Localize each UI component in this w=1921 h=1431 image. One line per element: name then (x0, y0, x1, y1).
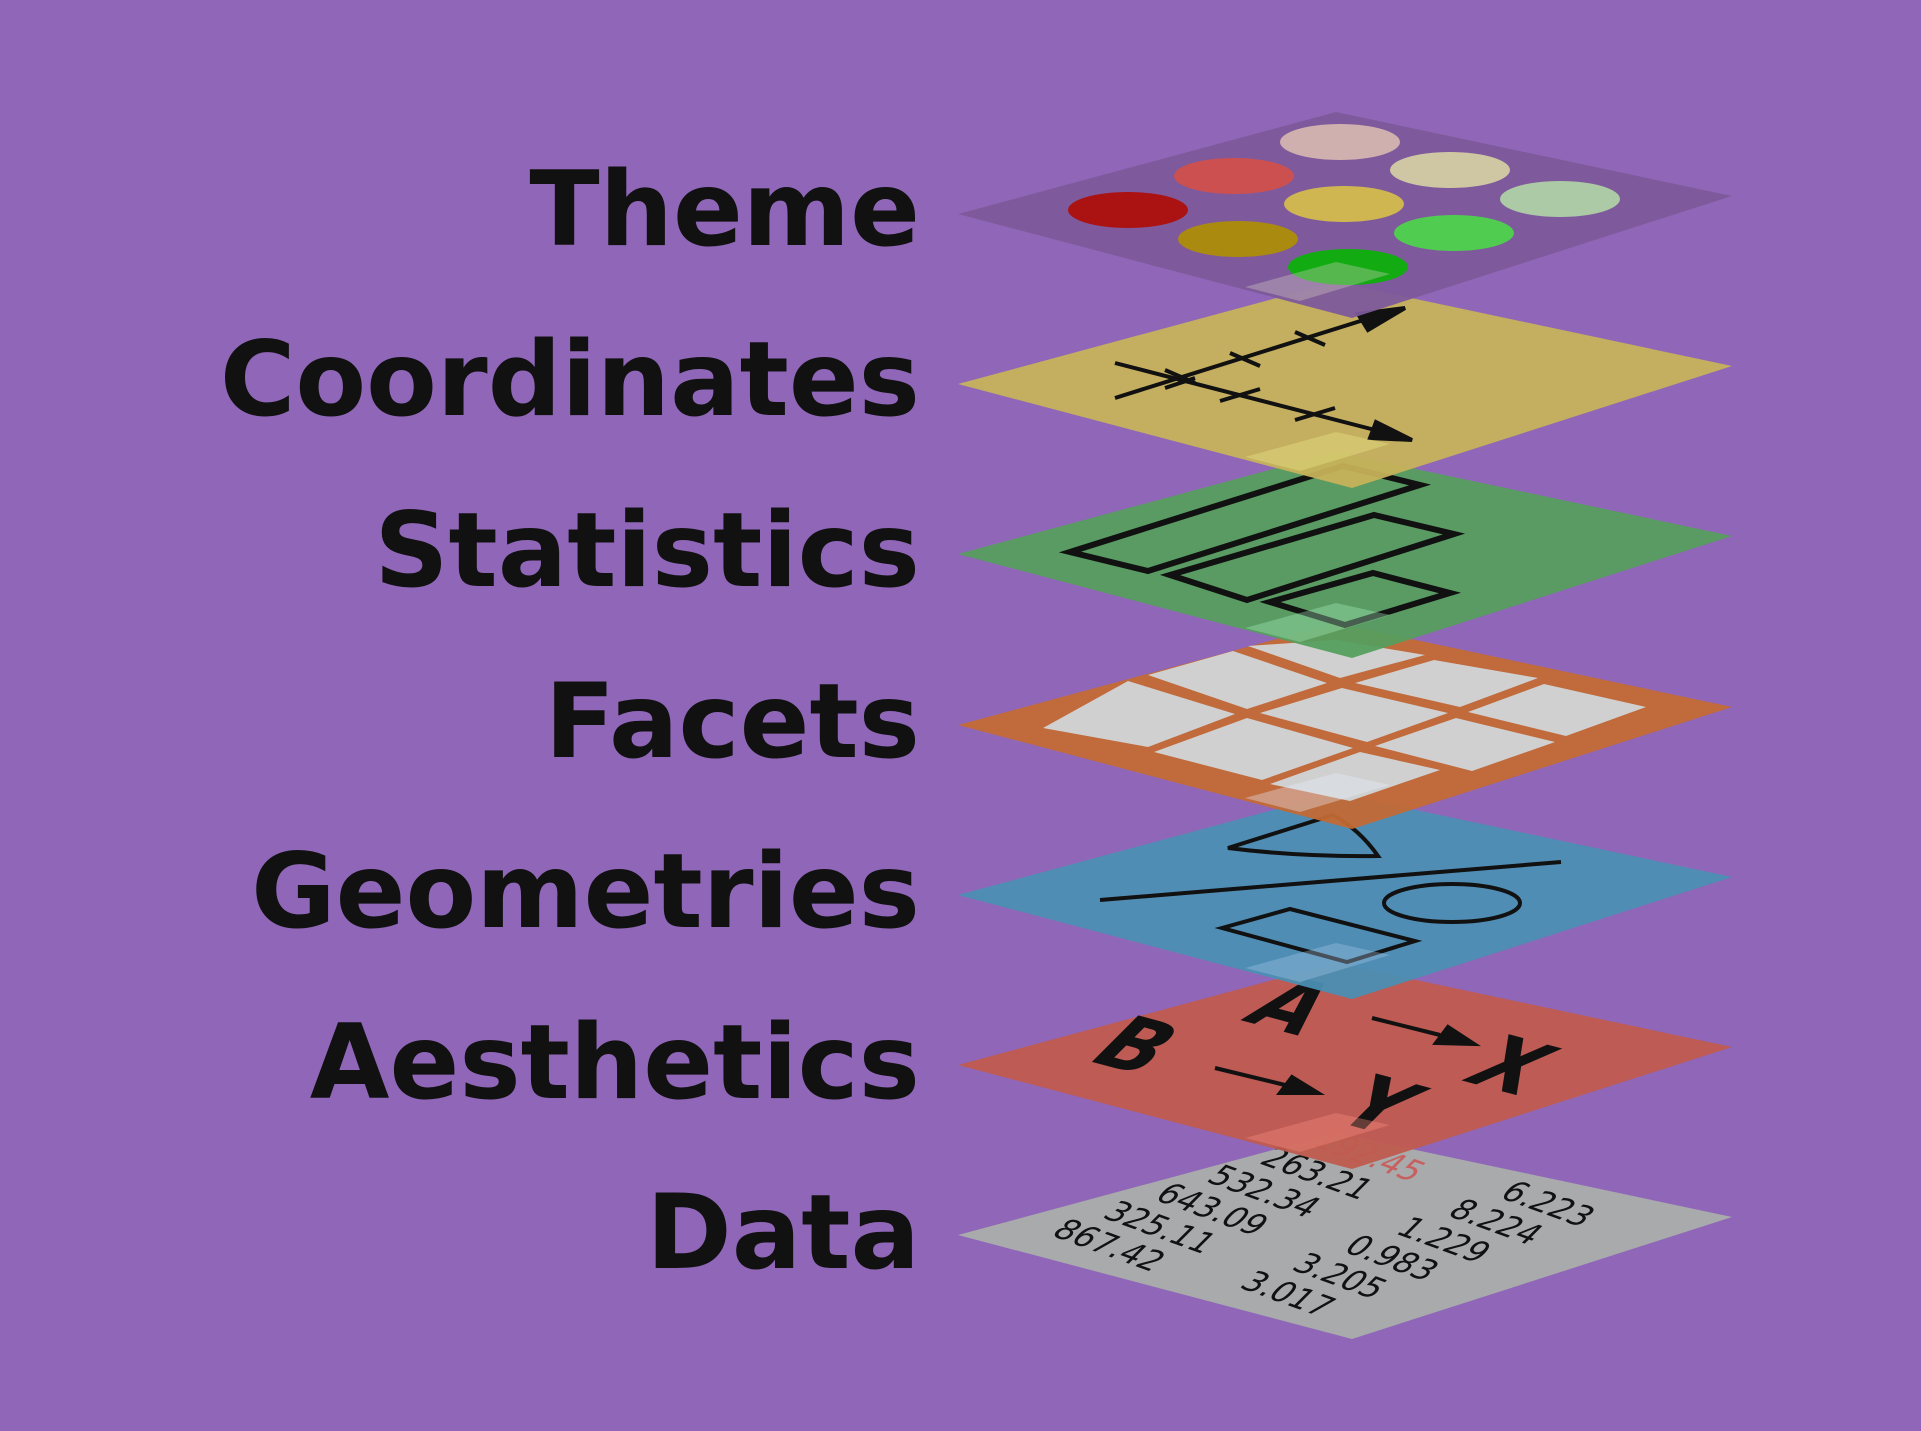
theme-dot (1068, 192, 1188, 228)
layer-statistics (958, 452, 1732, 658)
geom-square (1214, 906, 1423, 965)
stat-bars (1058, 462, 1466, 629)
layer-overlaps (1245, 262, 1390, 1152)
label-geometries: Geometries (251, 832, 920, 952)
layer-theme (958, 112, 1732, 318)
theme-dot (1178, 221, 1298, 257)
plane-aesthetics (958, 963, 1732, 1169)
label-facets: Facets (545, 662, 920, 782)
plane-statistics (958, 452, 1732, 658)
theme-dot (1280, 124, 1400, 160)
mapping-arrows (1214, 1016, 1481, 1095)
stat-bar-2 (1159, 511, 1466, 604)
layer-geometries (958, 793, 1732, 999)
theme-dot (1174, 158, 1294, 194)
label-aesthetics: Aesthetics (310, 1003, 920, 1123)
plane-data (958, 1133, 1732, 1339)
theme-color-dots (1068, 124, 1620, 285)
plane-geometries (958, 793, 1732, 999)
layer-coordinates (958, 282, 1732, 488)
theme-dot (1288, 249, 1408, 285)
label-data: Data (646, 1173, 920, 1293)
theme-dot (1390, 152, 1510, 188)
facet-grid (1043, 640, 1646, 801)
theme-dot (1500, 181, 1620, 217)
layer-facets (958, 623, 1732, 829)
geom-circle (1382, 882, 1522, 924)
label-coordinates: Coordinates (220, 320, 920, 440)
label-theme: Theme (529, 150, 920, 270)
theme-dot (1284, 186, 1404, 222)
label-statistics: Statistics (374, 491, 920, 611)
coordinate-axes (1114, 306, 1413, 442)
geometry-shapes (1099, 812, 1562, 965)
theme-dot (1394, 215, 1514, 251)
geom-line (1099, 860, 1562, 902)
plane-coordinates (958, 282, 1732, 488)
stat-bar-3 (1259, 569, 1462, 629)
stat-bar-1 (1058, 462, 1432, 575)
